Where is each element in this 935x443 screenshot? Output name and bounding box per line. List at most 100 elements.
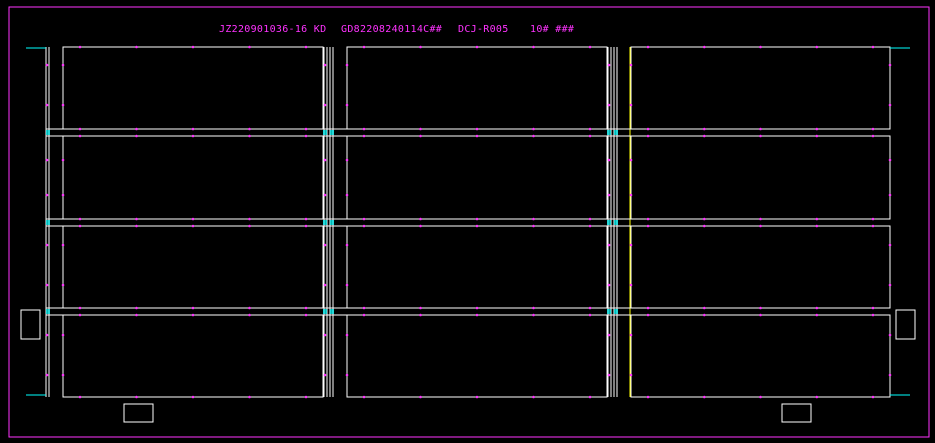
title-job-number: JZ220901036-16 KD xyxy=(219,24,326,35)
panel-grid xyxy=(62,46,891,398)
mark-dot-135 xyxy=(61,333,65,337)
joint-3-4 xyxy=(607,309,611,314)
mark-dot-129 xyxy=(61,63,65,67)
mark-dot-107 xyxy=(815,134,819,138)
mark-dot-148 xyxy=(345,193,349,197)
mark-dot-69 xyxy=(532,224,535,228)
mark-dot-37 xyxy=(304,224,308,228)
mark-dot-155 xyxy=(607,158,611,162)
mark-dot-119 xyxy=(871,313,875,317)
mark-dot-123 xyxy=(45,158,49,162)
mark-dot-24 xyxy=(191,395,195,399)
mark-dot-121 xyxy=(45,63,49,67)
mark-dot-172 xyxy=(888,193,892,197)
mark-dot-39 xyxy=(304,313,308,317)
mark-dot-41 xyxy=(362,45,366,49)
title-order-number: GD82208240114C## xyxy=(341,24,442,35)
mark-dot-33 xyxy=(304,45,308,49)
mark-dot-52 xyxy=(419,217,422,221)
mark-dot-44 xyxy=(362,217,366,221)
mark-dot-109 xyxy=(815,224,819,228)
mark-dot-88 xyxy=(646,395,650,399)
mark-dot-145 xyxy=(345,63,349,67)
mark-dot-95 xyxy=(703,313,706,317)
mark-dot-126 xyxy=(45,283,49,287)
mark-dot-90 xyxy=(703,127,706,131)
mark-dot-163 xyxy=(629,158,633,162)
mark-dot-106 xyxy=(815,127,819,131)
mark-dot-96 xyxy=(703,395,706,399)
joint-3-2 xyxy=(323,309,327,314)
mark-dot-51 xyxy=(419,134,422,138)
mark-dot-77 xyxy=(588,224,592,228)
mark-dot-127 xyxy=(45,333,49,337)
mark-dot-59 xyxy=(475,134,479,138)
mark-dot-108 xyxy=(815,217,819,221)
panel-r2-c3 xyxy=(630,135,891,220)
mark-dot-40 xyxy=(304,395,308,399)
panel-r1-c1 xyxy=(62,46,324,130)
mark-dot-171 xyxy=(888,158,892,162)
mark-dot-16 xyxy=(135,395,138,399)
mark-dot-15 xyxy=(135,313,138,317)
mark-dot-55 xyxy=(419,313,422,317)
mark-dot-53 xyxy=(419,224,422,228)
mark-dot-132 xyxy=(61,193,65,197)
joint-2-5 xyxy=(614,220,618,225)
mark-dot-27 xyxy=(248,134,251,138)
mark-dot-5 xyxy=(78,224,82,228)
mark-dot-128 xyxy=(45,373,49,377)
mark-dot-151 xyxy=(345,333,349,337)
mark-dot-34 xyxy=(304,127,308,131)
mark-dot-46 xyxy=(362,306,366,310)
mark-dot-99 xyxy=(759,134,762,138)
mark-dot-170 xyxy=(888,103,892,107)
mark-dot-74 xyxy=(588,127,592,131)
mark-dot-111 xyxy=(815,313,819,317)
mark-dot-20 xyxy=(191,217,195,221)
mark-dot-35 xyxy=(304,134,308,138)
mark-dot-81 xyxy=(646,45,650,49)
title-quantity: 10# ### xyxy=(530,24,574,35)
mark-dot-84 xyxy=(646,217,650,221)
mark-dot-73 xyxy=(588,45,592,49)
mark-dot-80 xyxy=(588,395,592,399)
joint-1-3 xyxy=(330,130,334,135)
mark-dot-23 xyxy=(191,313,195,317)
panel-r4-c2 xyxy=(346,314,608,398)
mark-dot-75 xyxy=(588,134,592,138)
bottom-tab-left xyxy=(123,403,154,423)
panel-r1-c3 xyxy=(630,46,891,130)
mark-dot-156 xyxy=(607,193,611,197)
mark-dot-166 xyxy=(629,283,633,287)
mark-dot-91 xyxy=(703,134,706,138)
mark-dot-25 xyxy=(248,45,251,49)
mark-dot-134 xyxy=(61,283,65,287)
mark-dot-72 xyxy=(532,395,535,399)
mark-dot-113 xyxy=(871,45,875,49)
mark-dot-70 xyxy=(532,306,535,310)
mark-dot-112 xyxy=(815,395,819,399)
mark-dot-157 xyxy=(607,243,611,247)
mark-dot-86 xyxy=(646,306,650,310)
mark-dot-45 xyxy=(362,224,366,228)
mark-dot-63 xyxy=(475,313,479,317)
panel-r3-c1 xyxy=(62,225,324,309)
mark-dot-130 xyxy=(61,103,65,107)
mark-dot-26 xyxy=(248,127,251,131)
joint-3-3 xyxy=(330,309,334,314)
mark-dot-173 xyxy=(888,243,892,247)
mark-dot-29 xyxy=(248,224,251,228)
mark-dot-174 xyxy=(888,283,892,287)
mark-dot-28 xyxy=(248,217,251,221)
mark-dot-50 xyxy=(419,127,422,131)
joint-2-3 xyxy=(330,220,334,225)
mark-dot-47 xyxy=(362,313,366,317)
mark-dot-36 xyxy=(304,217,308,221)
mark-dot-2 xyxy=(78,127,82,131)
mark-dot-21 xyxy=(191,224,195,228)
mark-dot-161 xyxy=(629,63,633,67)
mark-dot-140 xyxy=(323,193,327,197)
mark-dot-143 xyxy=(323,333,327,337)
